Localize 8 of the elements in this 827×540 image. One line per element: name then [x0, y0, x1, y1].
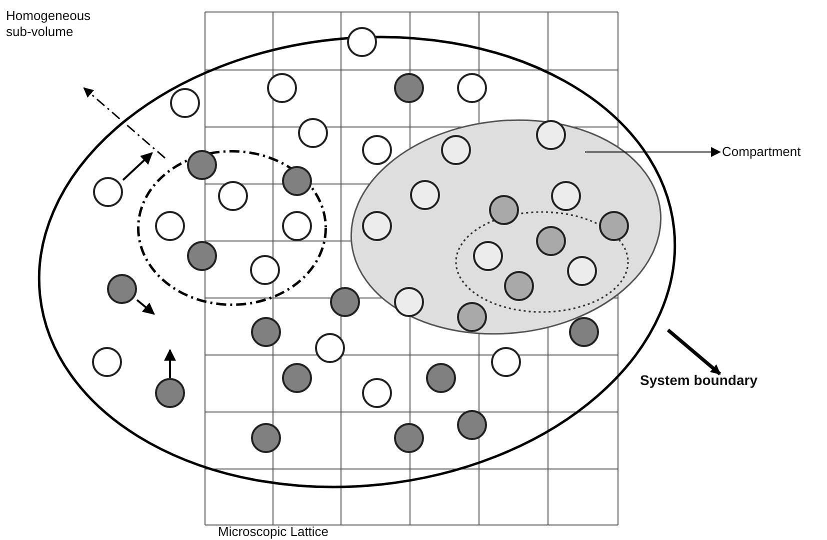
- arrow: [666, 328, 722, 376]
- callout-label: System boundary: [640, 372, 800, 388]
- arrow: [584, 147, 721, 157]
- leader-line: [83, 87, 166, 159]
- callout-label: Homogeneous sub-volume: [6, 8, 102, 40]
- lattice-label: Microscopic Lattice: [218, 524, 329, 540]
- sub-volume-outline: [137, 150, 327, 306]
- callout-label: Compartment: [722, 144, 822, 160]
